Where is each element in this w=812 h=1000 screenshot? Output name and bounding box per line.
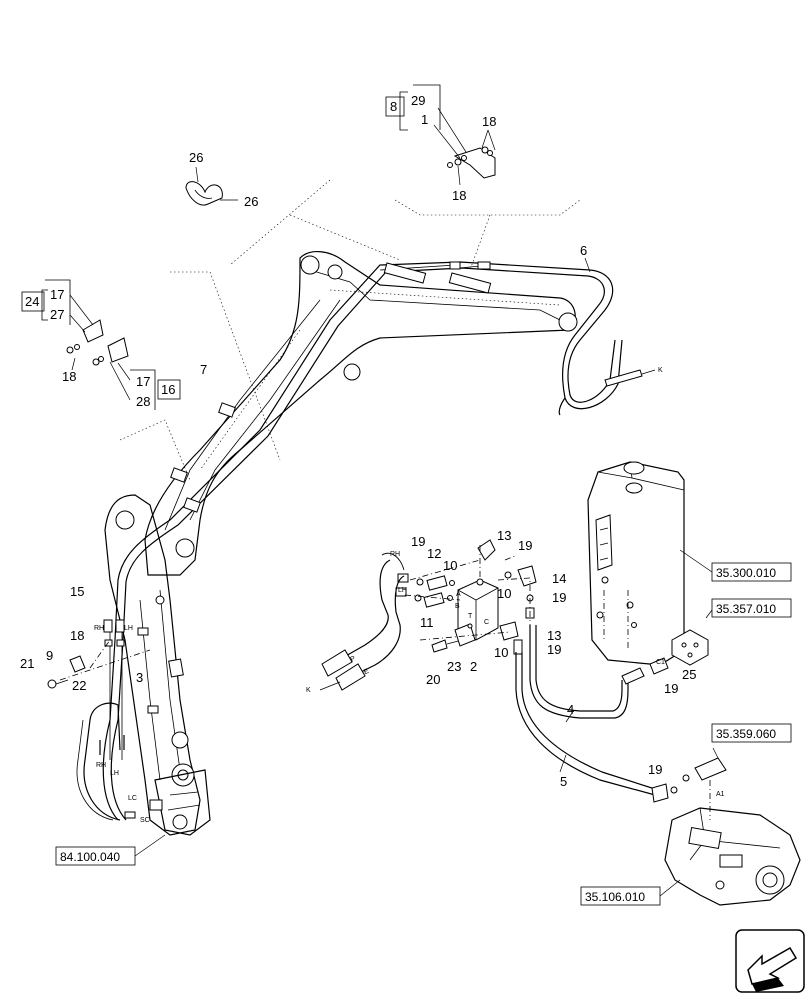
callout-3: 3 xyxy=(136,670,143,685)
callout-26-side: 26 xyxy=(244,194,258,209)
label-a1: A1 xyxy=(716,791,725,798)
label-sc: SC xyxy=(140,817,150,824)
label-lc: LC xyxy=(128,795,137,802)
arrow-icon[interactable] xyxy=(735,929,805,993)
callout-18-arm: 18 xyxy=(70,628,84,643)
callout-11: 11 xyxy=(420,615,434,630)
bracket-detail-24 xyxy=(41,279,156,410)
label-rh-top: RH xyxy=(390,551,400,558)
callout-19-top: 19 xyxy=(411,534,425,549)
callout-15: 15 xyxy=(70,584,84,599)
callout-19-upper: 19 xyxy=(518,538,532,553)
callout-24: 24 xyxy=(25,294,39,309)
clamp-detail-26 xyxy=(185,166,238,206)
callout-10-mid: 10 xyxy=(497,586,511,601)
boom-arm-assembly xyxy=(47,179,623,836)
callout-6: 6 xyxy=(580,243,587,258)
callout-7: 7 xyxy=(200,362,207,377)
kit-box-24 xyxy=(21,291,45,312)
label-lh-top: LH xyxy=(398,587,407,594)
callout-17-bottom: 17 xyxy=(136,374,150,389)
label-rh-low: RH xyxy=(96,762,106,769)
ref-35-106-010[interactable]: 35.106.010 xyxy=(585,890,645,904)
callout-16: 16 xyxy=(161,382,175,397)
kit-box-8 xyxy=(385,96,405,117)
callout-20: 20 xyxy=(426,672,440,687)
port-labels: RH LH RH LH RH LH LC SC K K C1 A1 xyxy=(94,367,725,824)
callout-5: 5 xyxy=(560,774,567,789)
callout-2: 2 xyxy=(470,659,477,674)
callout-18-left: 18 xyxy=(62,369,76,384)
callout-9: 9 xyxy=(46,648,53,663)
callout-17-top: 17 xyxy=(50,287,64,302)
port-label-a: A xyxy=(456,591,461,598)
callout-13-top: 13 xyxy=(497,528,511,543)
ref-35-357-010[interactable]: 35.357.010 xyxy=(716,602,776,616)
ref-35-359-060[interactable]: 35.359.060 xyxy=(716,727,776,741)
kit-box-16 xyxy=(157,379,181,400)
port-label-c: C xyxy=(484,619,489,626)
callout-8: 8 xyxy=(390,99,397,114)
valve-c1 xyxy=(649,609,713,675)
callout-12: 12 xyxy=(427,546,441,561)
callout-1: 1 xyxy=(421,112,428,127)
port-label-t: T xyxy=(468,613,473,620)
reference-boxes: 35.300.010 35.357.010 35.359.060 35.106.… xyxy=(55,562,792,906)
callout-19-tank: 19 xyxy=(664,681,678,696)
callout-23: 23 xyxy=(447,659,461,674)
callout-13-bottom: 13 xyxy=(547,628,561,643)
callout-18-bracket: 18 xyxy=(452,188,466,203)
hydraulic-tank xyxy=(587,461,713,666)
hose-6 xyxy=(584,257,656,387)
callout-18-top: 18 xyxy=(482,114,496,129)
ref-84-100-040[interactable]: 84.100.040 xyxy=(60,850,120,864)
callout-28: 28 xyxy=(136,394,150,409)
kit-boxes: 8 24 16 xyxy=(21,96,405,400)
callout-10-bottom: 10 xyxy=(494,645,508,660)
valve-block-assembly: A B T C CLAMP RELEASE xyxy=(319,539,537,691)
callout-29: 29 xyxy=(411,93,425,108)
bracket-detail-29 xyxy=(399,84,496,186)
callout-21: 21 xyxy=(20,656,34,671)
callout-19-pump: 19 xyxy=(648,762,662,777)
callout-14: 14 xyxy=(552,571,566,586)
ref-35-300-010[interactable]: 35.300.010 xyxy=(716,566,776,580)
label-lh-mid: LH xyxy=(124,625,133,632)
label-k-valve: K xyxy=(306,687,311,694)
callout-25: 25 xyxy=(682,667,696,682)
callout-19-mid: 19 xyxy=(552,590,566,605)
callout-4: 4 xyxy=(567,702,574,717)
callout-numbers: 29 1 18 18 26 26 6 17 27 18 17 28 7 15 1… xyxy=(20,93,696,789)
label-c1: C1 xyxy=(656,659,665,666)
callout-19-lower: 19 xyxy=(547,642,561,657)
callout-26-top: 26 xyxy=(189,150,203,165)
port-label-b: B xyxy=(455,603,460,610)
callout-22: 22 xyxy=(72,678,86,693)
callout-27: 27 xyxy=(50,307,64,322)
label-rh-mid: RH xyxy=(94,625,104,632)
hoses-4-5 xyxy=(515,625,678,803)
pump-assembly xyxy=(664,747,801,906)
label-lh-low: LH xyxy=(110,770,119,777)
callout-10-top: 10 xyxy=(443,558,457,573)
label-k-hose: K xyxy=(658,367,663,374)
